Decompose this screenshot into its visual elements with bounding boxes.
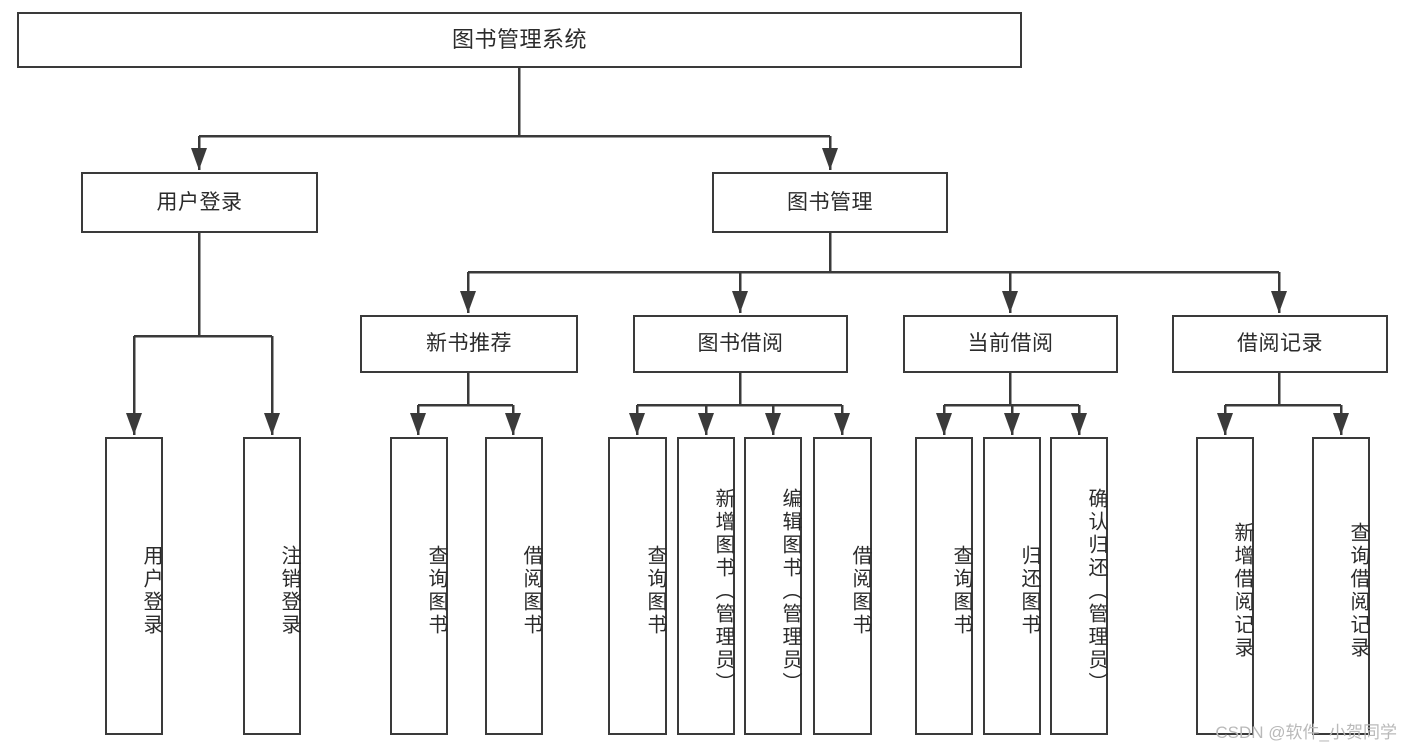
- node-book-borrow[interactable]: 图书借阅: [633, 315, 848, 373]
- watermark-label: CSDN @软件_小贺同学: [1215, 723, 1397, 742]
- node-leaf-borrow-book-rec[interactable]: 借阅图书: [485, 437, 543, 735]
- node-label: 用户登录: [156, 190, 243, 214]
- node-label: 确认归还（管理员）: [1085, 487, 1107, 695]
- node-leaf-edit-book-admin[interactable]: 编辑图书（管理员）: [744, 437, 802, 735]
- node-leaf-user-login[interactable]: 用户登录: [105, 437, 163, 735]
- node-leaf-add-book-admin[interactable]: 新增图书（管理员）: [677, 437, 735, 735]
- node-label: 归还图书: [1018, 545, 1040, 637]
- node-label: 新增借阅记录: [1231, 522, 1253, 660]
- node-leaf-user-logout[interactable]: 注销登录: [243, 437, 301, 735]
- node-new-book-rec[interactable]: 新书推荐: [360, 315, 578, 373]
- node-label: 当前借阅: [967, 332, 1054, 356]
- node-leaf-borrow-book-bor[interactable]: 借阅图书: [813, 437, 872, 735]
- node-label: 编辑图书（管理员）: [779, 487, 801, 695]
- node-leaf-add-borrow-rec[interactable]: 新增借阅记录: [1196, 437, 1254, 735]
- node-leaf-confirm-return[interactable]: 确认归还（管理员）: [1050, 437, 1108, 735]
- node-label: 借阅图书: [520, 545, 542, 637]
- node-label: 图书借阅: [697, 332, 784, 356]
- node-leaf-query-borrow-rec[interactable]: 查询借阅记录: [1312, 437, 1370, 735]
- node-label: 注销登录: [278, 545, 300, 637]
- node-label: 查询图书: [425, 545, 447, 637]
- node-label: 查询图书: [644, 545, 666, 637]
- node-leaf-query-book-rec[interactable]: 查询图书: [390, 437, 448, 735]
- node-borrow-record[interactable]: 借阅记录: [1172, 315, 1388, 373]
- node-label: 查询图书: [950, 545, 972, 637]
- node-current-borrow[interactable]: 当前借阅: [903, 315, 1118, 373]
- node-label: 图书管理系统: [451, 26, 587, 52]
- node-leaf-query-book-bor[interactable]: 查询图书: [608, 437, 667, 735]
- node-book-manage[interactable]: 图书管理: [712, 172, 948, 233]
- node-label: 用户登录: [140, 545, 162, 637]
- node-leaf-return-book[interactable]: 归还图书: [983, 437, 1041, 735]
- node-label: 查询借阅记录: [1347, 522, 1369, 660]
- node-root[interactable]: 图书管理系统: [17, 12, 1022, 68]
- node-label: 新增图书（管理员）: [712, 487, 734, 695]
- node-label: 图书管理: [787, 190, 873, 214]
- node-label: 新书推荐: [426, 332, 512, 356]
- node-user-login[interactable]: 用户登录: [81, 172, 318, 233]
- node-label: 借阅图书: [849, 545, 871, 637]
- node-leaf-query-book-cur[interactable]: 查询图书: [915, 437, 973, 735]
- node-label: 借阅记录: [1237, 332, 1323, 356]
